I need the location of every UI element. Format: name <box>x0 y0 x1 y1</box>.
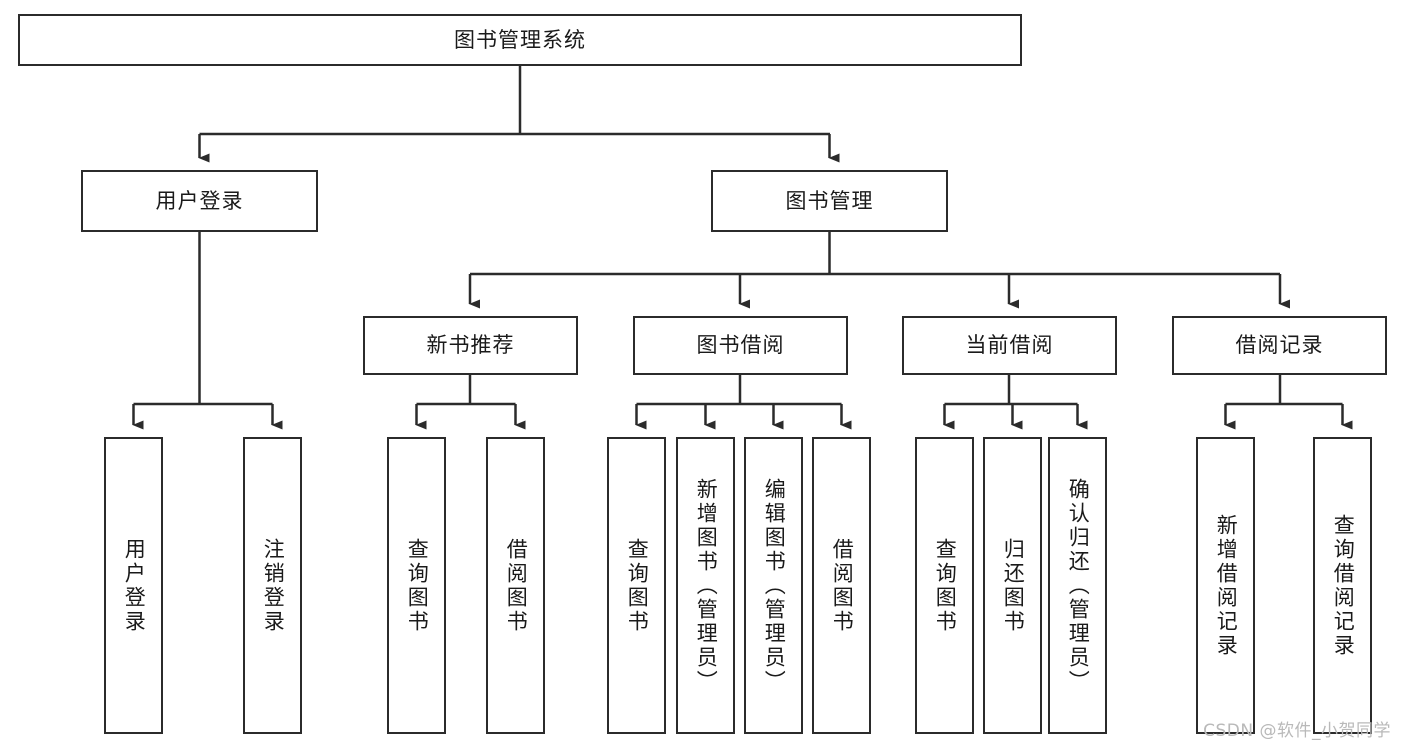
node-current-borrow[interactable]: 当前借阅 <box>902 316 1117 375</box>
leaf-node-label: 确认归还（管理员） <box>1066 477 1091 694</box>
leaf-node-label: 借阅图书 <box>504 537 529 634</box>
node-borrow-record[interactable]: 借阅记录 <box>1172 316 1387 375</box>
leaf-node-borrow-book-recommend[interactable]: 借阅图书 <box>486 437 545 734</box>
connector-root-to-level2 <box>198 66 840 163</box>
leaf-node-confirm-return-admin[interactable]: 确认归还（管理员） <box>1048 437 1107 734</box>
connector-book-manage-to-level3 <box>468 232 1290 309</box>
leaf-node-label: 用户登录 <box>122 537 147 634</box>
leaf-node-label: 查询图书 <box>625 537 650 634</box>
leaf-node-borrow-book[interactable]: 借阅图书 <box>812 437 871 734</box>
leaf-node-label: 归还图书 <box>1001 537 1026 634</box>
node-root-book-management-system[interactable]: 图书管理系统 <box>18 14 1022 66</box>
node-book-borrow[interactable]: 图书借阅 <box>633 316 848 375</box>
leaf-node-edit-book-admin[interactable]: 编辑图书（管理员） <box>744 437 803 734</box>
node-user-login[interactable]: 用户登录 <box>81 170 318 232</box>
node-book-borrow-label: 图书借阅 <box>696 333 785 358</box>
leaf-node-query-book-current[interactable]: 查询图书 <box>915 437 974 734</box>
node-book-manage[interactable]: 图书管理 <box>711 170 948 232</box>
connector-new-book-recommend-to-leaves <box>415 375 526 430</box>
connector-user-login-to-leaves <box>132 232 283 430</box>
node-book-manage-label: 图书管理 <box>785 188 874 213</box>
leaf-node-label: 编辑图书（管理员） <box>762 477 787 694</box>
leaf-node-label: 查询图书 <box>405 537 430 634</box>
leaf-node-label: 新增图书（管理员） <box>694 477 719 694</box>
leaf-node-label: 借阅图书 <box>830 537 855 634</box>
connector-current-borrow-to-leaves <box>943 375 1088 430</box>
leaf-node-add-book-admin[interactable]: 新增图书（管理员） <box>676 437 735 734</box>
node-new-book-recommend[interactable]: 新书推荐 <box>363 316 578 375</box>
leaf-node-label: 查询图书 <box>933 537 958 634</box>
leaf-node-query-borrow-record[interactable]: 查询借阅记录 <box>1313 437 1372 734</box>
connector-borrow-record-to-leaves <box>1224 375 1353 430</box>
node-borrow-record-label: 借阅记录 <box>1235 333 1324 358</box>
leaf-node-query-book-recommend[interactable]: 查询图书 <box>387 437 446 734</box>
connector-book-borrow-to-leaves <box>635 375 852 430</box>
leaf-node-label: 查询借阅记录 <box>1331 513 1356 658</box>
leaf-node-user-logout[interactable]: 注销登录 <box>243 437 302 734</box>
leaf-node-user-login[interactable]: 用户登录 <box>104 437 163 734</box>
leaf-node-label: 新增借阅记录 <box>1214 513 1239 658</box>
leaf-node-return-book[interactable]: 归还图书 <box>983 437 1042 734</box>
leaf-node-add-borrow-record[interactable]: 新增借阅记录 <box>1196 437 1255 734</box>
leaf-node-label: 注销登录 <box>261 537 286 634</box>
leaf-node-query-book-borrow[interactable]: 查询图书 <box>607 437 666 734</box>
node-new-book-recommend-label: 新书推荐 <box>426 333 515 358</box>
node-current-borrow-label: 当前借阅 <box>965 333 1054 358</box>
node-user-login-label: 用户登录 <box>155 188 244 213</box>
node-root-label: 图书管理系统 <box>454 27 586 52</box>
